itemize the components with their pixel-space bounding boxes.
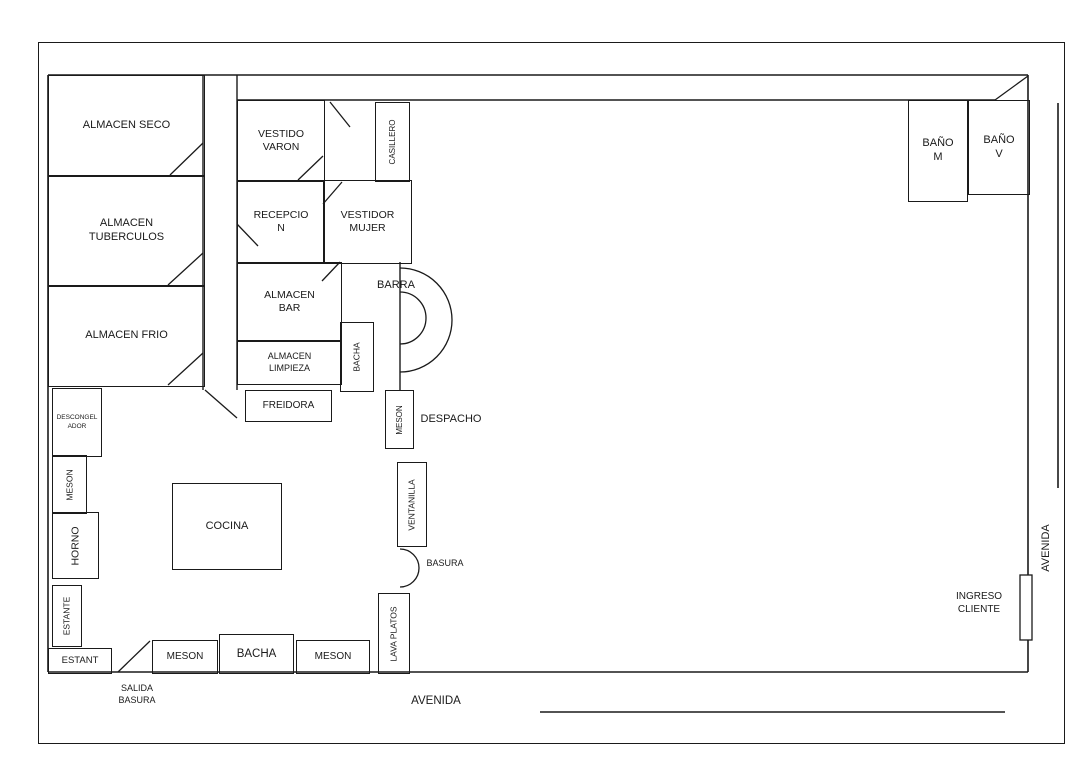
room-meson-despacho: MESON: [385, 390, 414, 449]
room-recepcion: RECEPCIO N: [237, 180, 325, 264]
room-label: MESON: [166, 650, 204, 662]
room-bacha-bottom: BACHA: [219, 634, 294, 674]
room-estante: ESTANTE: [52, 585, 82, 647]
room-label: ALMACEN LIMPIEZA: [267, 351, 312, 373]
room-vestidor-mujer: VESTIDOR MUJER: [323, 180, 412, 264]
room-label: BACHA: [351, 342, 362, 372]
room-estant: ESTANT: [48, 648, 112, 674]
room-label: VESTIDO VARON: [257, 127, 305, 153]
room-label: BAÑO M: [922, 137, 954, 163]
room-lava-platos: LAVA PLATOS: [378, 593, 410, 674]
room-almacen-seco: ALMACEN SECO: [48, 75, 205, 177]
label-ingreso-cliente: INGRESO CLIENTE: [943, 586, 1015, 620]
room-label: ALMACEN FRIO: [85, 329, 168, 342]
room-label: MESON: [394, 404, 404, 435]
room-bano-m: BAÑO M: [908, 100, 968, 202]
room-label: ALMACEN SECO: [82, 119, 171, 132]
label-text: BASURA: [426, 558, 464, 569]
room-almacen-tuberculos: ALMACEN TUBERCULOS: [48, 175, 205, 287]
room-almacen-bar: ALMACEN BAR: [237, 262, 342, 342]
label-basura: BASURA: [420, 556, 470, 572]
room-label: ALMACEN BAR: [264, 288, 315, 314]
room-label: BAÑO V: [983, 133, 1015, 160]
room-meson-bottom-1: MESON: [152, 640, 218, 674]
room-bano-v: BAÑO V: [968, 100, 1030, 195]
room-cocina: COCINA: [172, 483, 282, 570]
room-horno: HORNO: [52, 512, 99, 579]
room-label: VESTIDOR MUJER: [340, 208, 395, 234]
room-casillero: CASILLERO: [375, 102, 410, 182]
label-barra: BARRA: [365, 276, 427, 294]
label-avenida-bottom: AVENIDA: [400, 692, 472, 710]
room-label: BACHA: [236, 647, 277, 660]
room-label: VENTANILLA: [406, 478, 417, 531]
room-bacha-barra: BACHA: [340, 322, 374, 392]
room-label: ESTANTE: [61, 596, 72, 636]
room-label: MESON: [64, 468, 75, 501]
room-meson-bottom-2: MESON: [296, 640, 370, 674]
label-text: DESPACHO: [420, 412, 482, 425]
room-label: HORNO: [68, 525, 81, 566]
room-label: RECEPCIO N: [253, 208, 309, 234]
label-text: INGRESO CLIENTE: [955, 591, 1003, 615]
room-vestido-varon: VESTIDO VARON: [237, 100, 325, 182]
label-text: SALIDA BASURA: [118, 683, 156, 705]
room-label: LAVA PLATOS: [388, 605, 399, 662]
room-label: COCINA: [205, 519, 249, 532]
room-almacen-frio: ALMACEN FRIO: [48, 285, 205, 387]
label-text: BARRA: [377, 278, 415, 291]
room-almacen-limpieza: ALMACEN LIMPIEZA: [237, 340, 342, 385]
label-text: AVENIDA: [1039, 524, 1052, 572]
room-label: DESCONGEL ADOR: [56, 414, 98, 430]
room-label: CASILLERO: [387, 119, 397, 165]
label-salida-basura: SALIDA BASURA: [106, 680, 168, 710]
room-freidora: FREIDORA: [245, 390, 332, 422]
room-label: ESTANT: [61, 655, 99, 667]
label-avenida-right: AVENIDA: [1036, 513, 1056, 583]
room-label: MESON: [314, 650, 352, 662]
room-meson-left: MESON: [52, 455, 87, 514]
room-descongelador: DESCONGEL ADOR: [52, 388, 102, 457]
room-label: FREIDORA: [262, 399, 315, 411]
room-label: ALMACEN TUBERCULOS: [88, 217, 165, 243]
label-text: AVENIDA: [411, 694, 461, 707]
label-despacho: DESPACHO: [412, 410, 490, 428]
room-ventanilla: VENTANILLA: [397, 462, 427, 547]
